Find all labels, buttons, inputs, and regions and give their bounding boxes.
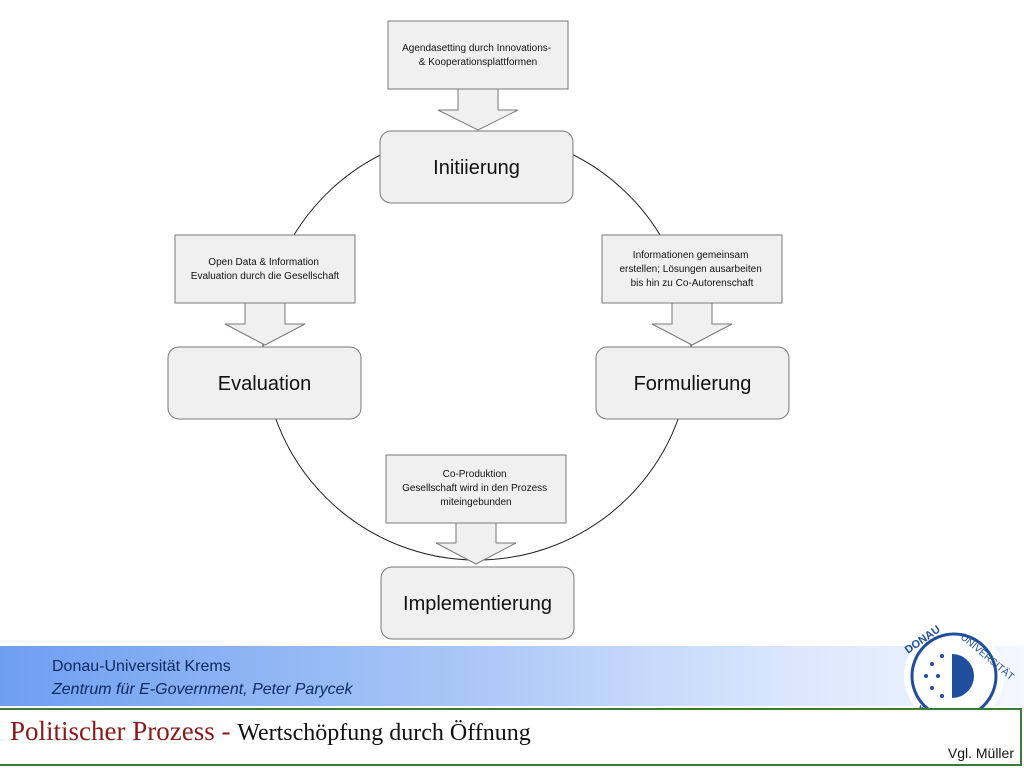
note-co-produktion-line3: miteingebunden bbox=[440, 497, 511, 508]
stage-formulierung-label: Formulierung bbox=[634, 373, 752, 395]
note-co-produktion-line2: Gesellschaft wird in den Prozess bbox=[402, 483, 547, 494]
note-agenda-line2: & Kooperationsplattformen bbox=[419, 57, 537, 68]
note-informationen-line2: erstellen; Lösungen ausarbeiten bbox=[619, 264, 761, 275]
note-informationen-line1: Informationen gemeinsam bbox=[633, 250, 749, 261]
svg-text:Informationen gemeinsam: Informationen gemeinsam erstellen; Lösun… bbox=[619, 250, 764, 289]
process-cycle-diagram: Agendasetting durch Innovations- & Koope… bbox=[167, 20, 790, 640]
note-informationen-line3: bis hin zu Co-Autorenschaft bbox=[631, 278, 754, 289]
slide-title: Politischer Prozess - Wertschöpfung durc… bbox=[10, 716, 531, 747]
svg-text:Agendasetting durch Innovation: Agendasetting durch Innovations- & Koope… bbox=[402, 43, 554, 68]
note-open-data: Open Data & Information Evaluation durch… bbox=[174, 234, 356, 304]
svg-text:Co-Produktion Gesellscha: Co-Produktion Gesellschaft wird in den P… bbox=[402, 469, 550, 508]
stage-initiierung: Initiierung bbox=[379, 130, 574, 204]
slide-title-subtitle: Wertschöpfung durch Öffnung bbox=[237, 720, 531, 746]
stage-implementierung: Implementierung bbox=[380, 566, 575, 640]
note-informationen: Informationen gemeinsam erstellen; Lösun… bbox=[601, 234, 783, 304]
arrow-down-informationen bbox=[651, 302, 733, 346]
footer-institution: Donau-Universität Krems bbox=[52, 658, 231, 675]
note-agenda: Agendasetting durch Innovations- & Koope… bbox=[387, 20, 569, 90]
note-co-produktion-line1: Co-Produktion bbox=[443, 469, 507, 480]
arrow-down-co-produktion bbox=[435, 522, 517, 565]
note-open-data-line2: Evaluation durch die Gesellschaft bbox=[191, 271, 340, 282]
title-bar bbox=[0, 708, 1022, 766]
footer-department: Zentrum für E-Government, Peter Parycek bbox=[52, 681, 353, 698]
stage-formulierung: Formulierung bbox=[595, 346, 790, 420]
stage-implementierung-label: Implementierung bbox=[403, 593, 552, 615]
stage-evaluation-label: Evaluation bbox=[218, 373, 311, 395]
stage-initiierung-label: Initiierung bbox=[433, 157, 520, 179]
slide-title-separator: - bbox=[214, 716, 238, 746]
citation: Vgl. Müller bbox=[947, 745, 1014, 761]
arrow-down-agenda bbox=[437, 88, 519, 131]
footer-band bbox=[0, 646, 1024, 706]
note-agenda-line1: Agendasetting durch Innovations- bbox=[402, 43, 551, 54]
note-open-data-line1: Open Data & Information bbox=[208, 257, 319, 268]
arrow-down-open-data bbox=[224, 302, 306, 346]
stage-evaluation: Evaluation bbox=[167, 346, 362, 420]
svg-text:Open Data & Information: Open Data & Information Evaluation durch… bbox=[191, 257, 340, 282]
note-co-produktion: Co-Produktion Gesellschaft wird in den P… bbox=[385, 454, 567, 524]
slide-title-main: Politischer Prozess bbox=[10, 716, 215, 746]
